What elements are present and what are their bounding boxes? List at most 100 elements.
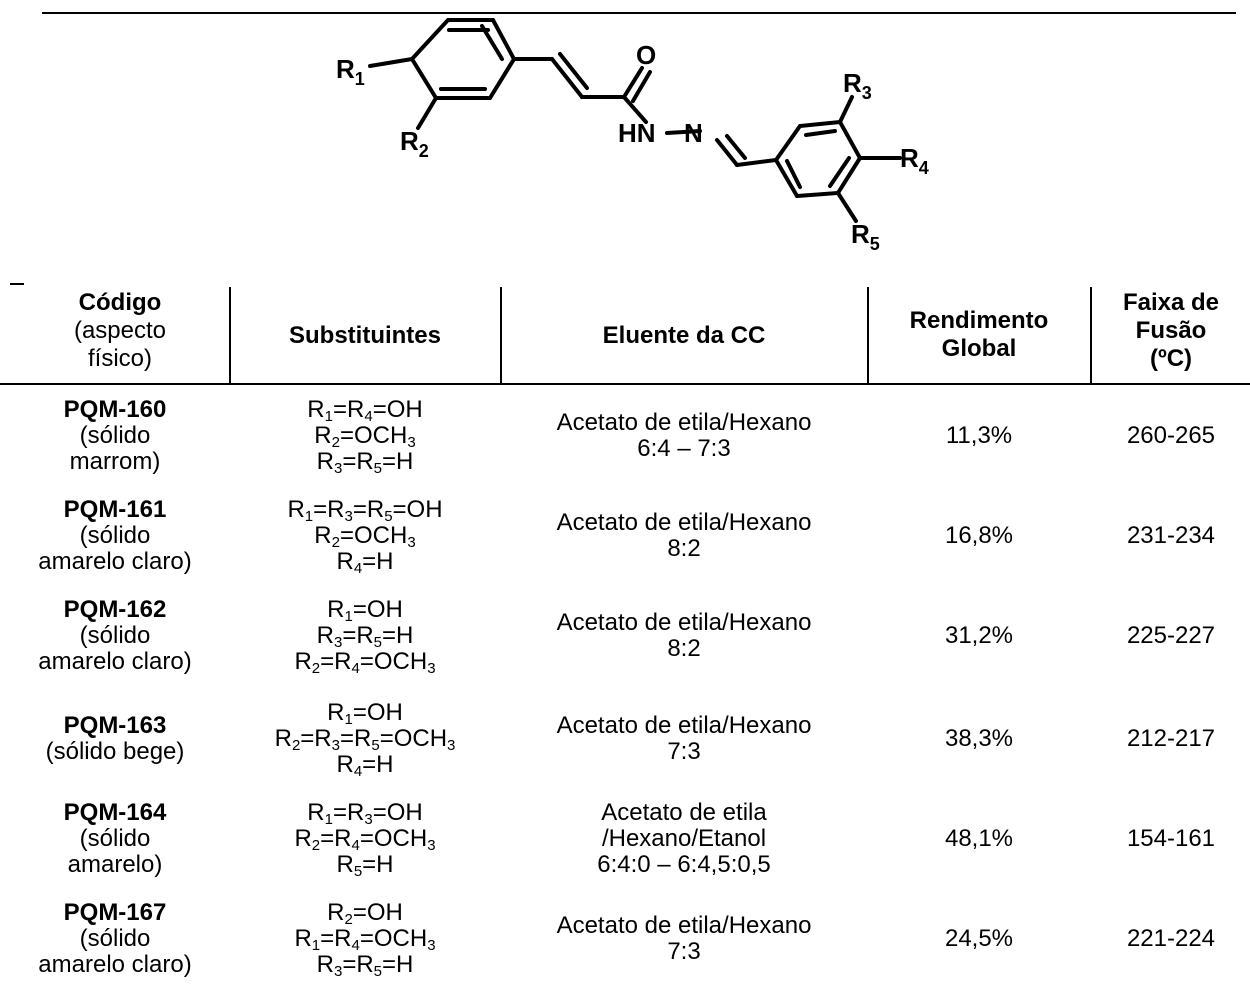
cell-line: (sólido bbox=[79, 422, 151, 449]
cell-line: R4=H bbox=[336, 751, 394, 780]
cell-line: R1=R3=R5=OH bbox=[287, 496, 443, 525]
n-label: N bbox=[684, 118, 703, 148]
cell-yield: 38,3% bbox=[869, 689, 1089, 789]
cell-line: 225-227 bbox=[1126, 622, 1216, 649]
cell-line: 6:4 – 7:3 bbox=[637, 435, 731, 462]
cell-line: /Hexano/Etanol bbox=[601, 825, 767, 852]
cell-yield: 24,5% bbox=[869, 889, 1089, 989]
cell-line: Acetato de etila/Hexano bbox=[556, 509, 812, 536]
cell-line: 7:3 bbox=[667, 938, 701, 965]
cell-line: R2=OCH3 bbox=[314, 422, 416, 451]
cell-line: PQM-167 bbox=[63, 899, 167, 926]
cell-yield: 48,1% bbox=[869, 789, 1089, 889]
chemical-structure: R1 R2 O HN N R3 R4 R5 bbox=[336, 18, 929, 254]
cell-melting-range: 154-161 bbox=[1092, 789, 1250, 889]
tick-mark bbox=[10, 283, 24, 285]
cell-line: R2=R4=OCH3 bbox=[294, 825, 436, 854]
cell-line: 7:3 bbox=[667, 738, 701, 765]
cell-line: 48,1% bbox=[944, 825, 1014, 852]
cell-line: Acetato de etila/Hexano bbox=[556, 609, 812, 636]
cell-line: 212-217 bbox=[1126, 725, 1216, 752]
cell-melting-range: 231-234 bbox=[1092, 486, 1250, 586]
header-rule bbox=[0, 383, 1250, 385]
cell-line: 260-265 bbox=[1126, 422, 1216, 449]
cell-line: marrom) bbox=[69, 448, 161, 475]
cell-line: PQM-160 bbox=[63, 396, 167, 423]
cell-line: 11,3% bbox=[945, 422, 1013, 449]
svg-text:R2: R2 bbox=[400, 126, 429, 161]
cell-melting-range: 260-265 bbox=[1092, 386, 1250, 486]
svg-text:R1: R1 bbox=[336, 54, 365, 89]
cell-line: R2=OH bbox=[327, 899, 403, 928]
cell-line: (sólido bbox=[79, 522, 151, 549]
cell-line: PQM-162 bbox=[63, 596, 167, 623]
col-divider-1 bbox=[229, 287, 231, 383]
cell-line: R3=R5=H bbox=[316, 951, 414, 980]
cell-line: 8:2 bbox=[667, 535, 701, 562]
cell-line: PQM-163 bbox=[63, 712, 167, 739]
cell-line: R1=OH bbox=[327, 699, 403, 728]
cell-yield: 16,8% bbox=[869, 486, 1089, 586]
cell-line: amarelo claro) bbox=[38, 951, 192, 978]
svg-text:R3: R3 bbox=[843, 68, 872, 103]
cell-line: R3=R5=H bbox=[316, 622, 414, 651]
svg-text:R4: R4 bbox=[900, 143, 929, 178]
cell-line: R5=H bbox=[336, 851, 394, 880]
cell-yield: 11,3% bbox=[869, 386, 1089, 486]
cell-line: PQM-161 bbox=[63, 496, 167, 523]
cell-line: R3=R5=H bbox=[316, 448, 414, 477]
cell-yield: 31,2% bbox=[869, 586, 1089, 686]
cell-line: 154-161 bbox=[1126, 825, 1216, 852]
header-melting-range: Faixa de Fusão (ºC) bbox=[1122, 289, 1220, 372]
cell-line: 31,2% bbox=[944, 622, 1014, 649]
cell-line: amarelo) bbox=[67, 851, 163, 878]
cell-line: 16,8% bbox=[944, 522, 1014, 549]
cell-line: R4=H bbox=[336, 548, 394, 577]
cell-line: amarelo claro) bbox=[38, 548, 192, 575]
cell-melting-range: 225-227 bbox=[1092, 586, 1250, 686]
header-yield: Rendimento Global bbox=[909, 307, 1049, 362]
cell-line: amarelo claro) bbox=[38, 648, 192, 675]
cell-line: R1=R4=OCH3 bbox=[294, 925, 436, 954]
cell-code: PQM-163(sólido bege) bbox=[0, 689, 230, 789]
cell-line: R2=R3=R5=OCH3 bbox=[274, 725, 456, 754]
cell-line: 38,3% bbox=[944, 725, 1014, 752]
col-divider-4 bbox=[1090, 287, 1092, 383]
cell-line: 221-224 bbox=[1126, 925, 1216, 952]
cell-line: 6:4:0 – 6:4,5:0,5 bbox=[597, 851, 771, 878]
col-divider-3 bbox=[867, 287, 869, 383]
cell-line: PQM-164 bbox=[63, 799, 167, 826]
cell-line: (sólido bbox=[79, 825, 151, 852]
cell-line: 8:2 bbox=[667, 635, 701, 662]
top-rule bbox=[42, 12, 1236, 14]
cell-melting-range: 212-217 bbox=[1092, 689, 1250, 789]
cell-line: R2=R4=OCH3 bbox=[294, 648, 436, 677]
cell-line: (sólido bege) bbox=[45, 738, 185, 765]
cell-line: 24,5% bbox=[944, 925, 1014, 952]
hn-label: HN bbox=[618, 118, 656, 148]
cell-line: R1=R4=OH bbox=[307, 396, 423, 425]
cell-line: Acetato de etila/Hexano bbox=[556, 912, 812, 939]
cell-line: (sólido bbox=[79, 622, 151, 649]
cell-line: (sólido bbox=[79, 925, 151, 952]
cell-melting-range: 221-224 bbox=[1092, 889, 1250, 989]
cell-line: Acetato de etila/Hexano bbox=[556, 409, 812, 436]
cell-line: Acetato de etila/Hexano bbox=[556, 712, 812, 739]
